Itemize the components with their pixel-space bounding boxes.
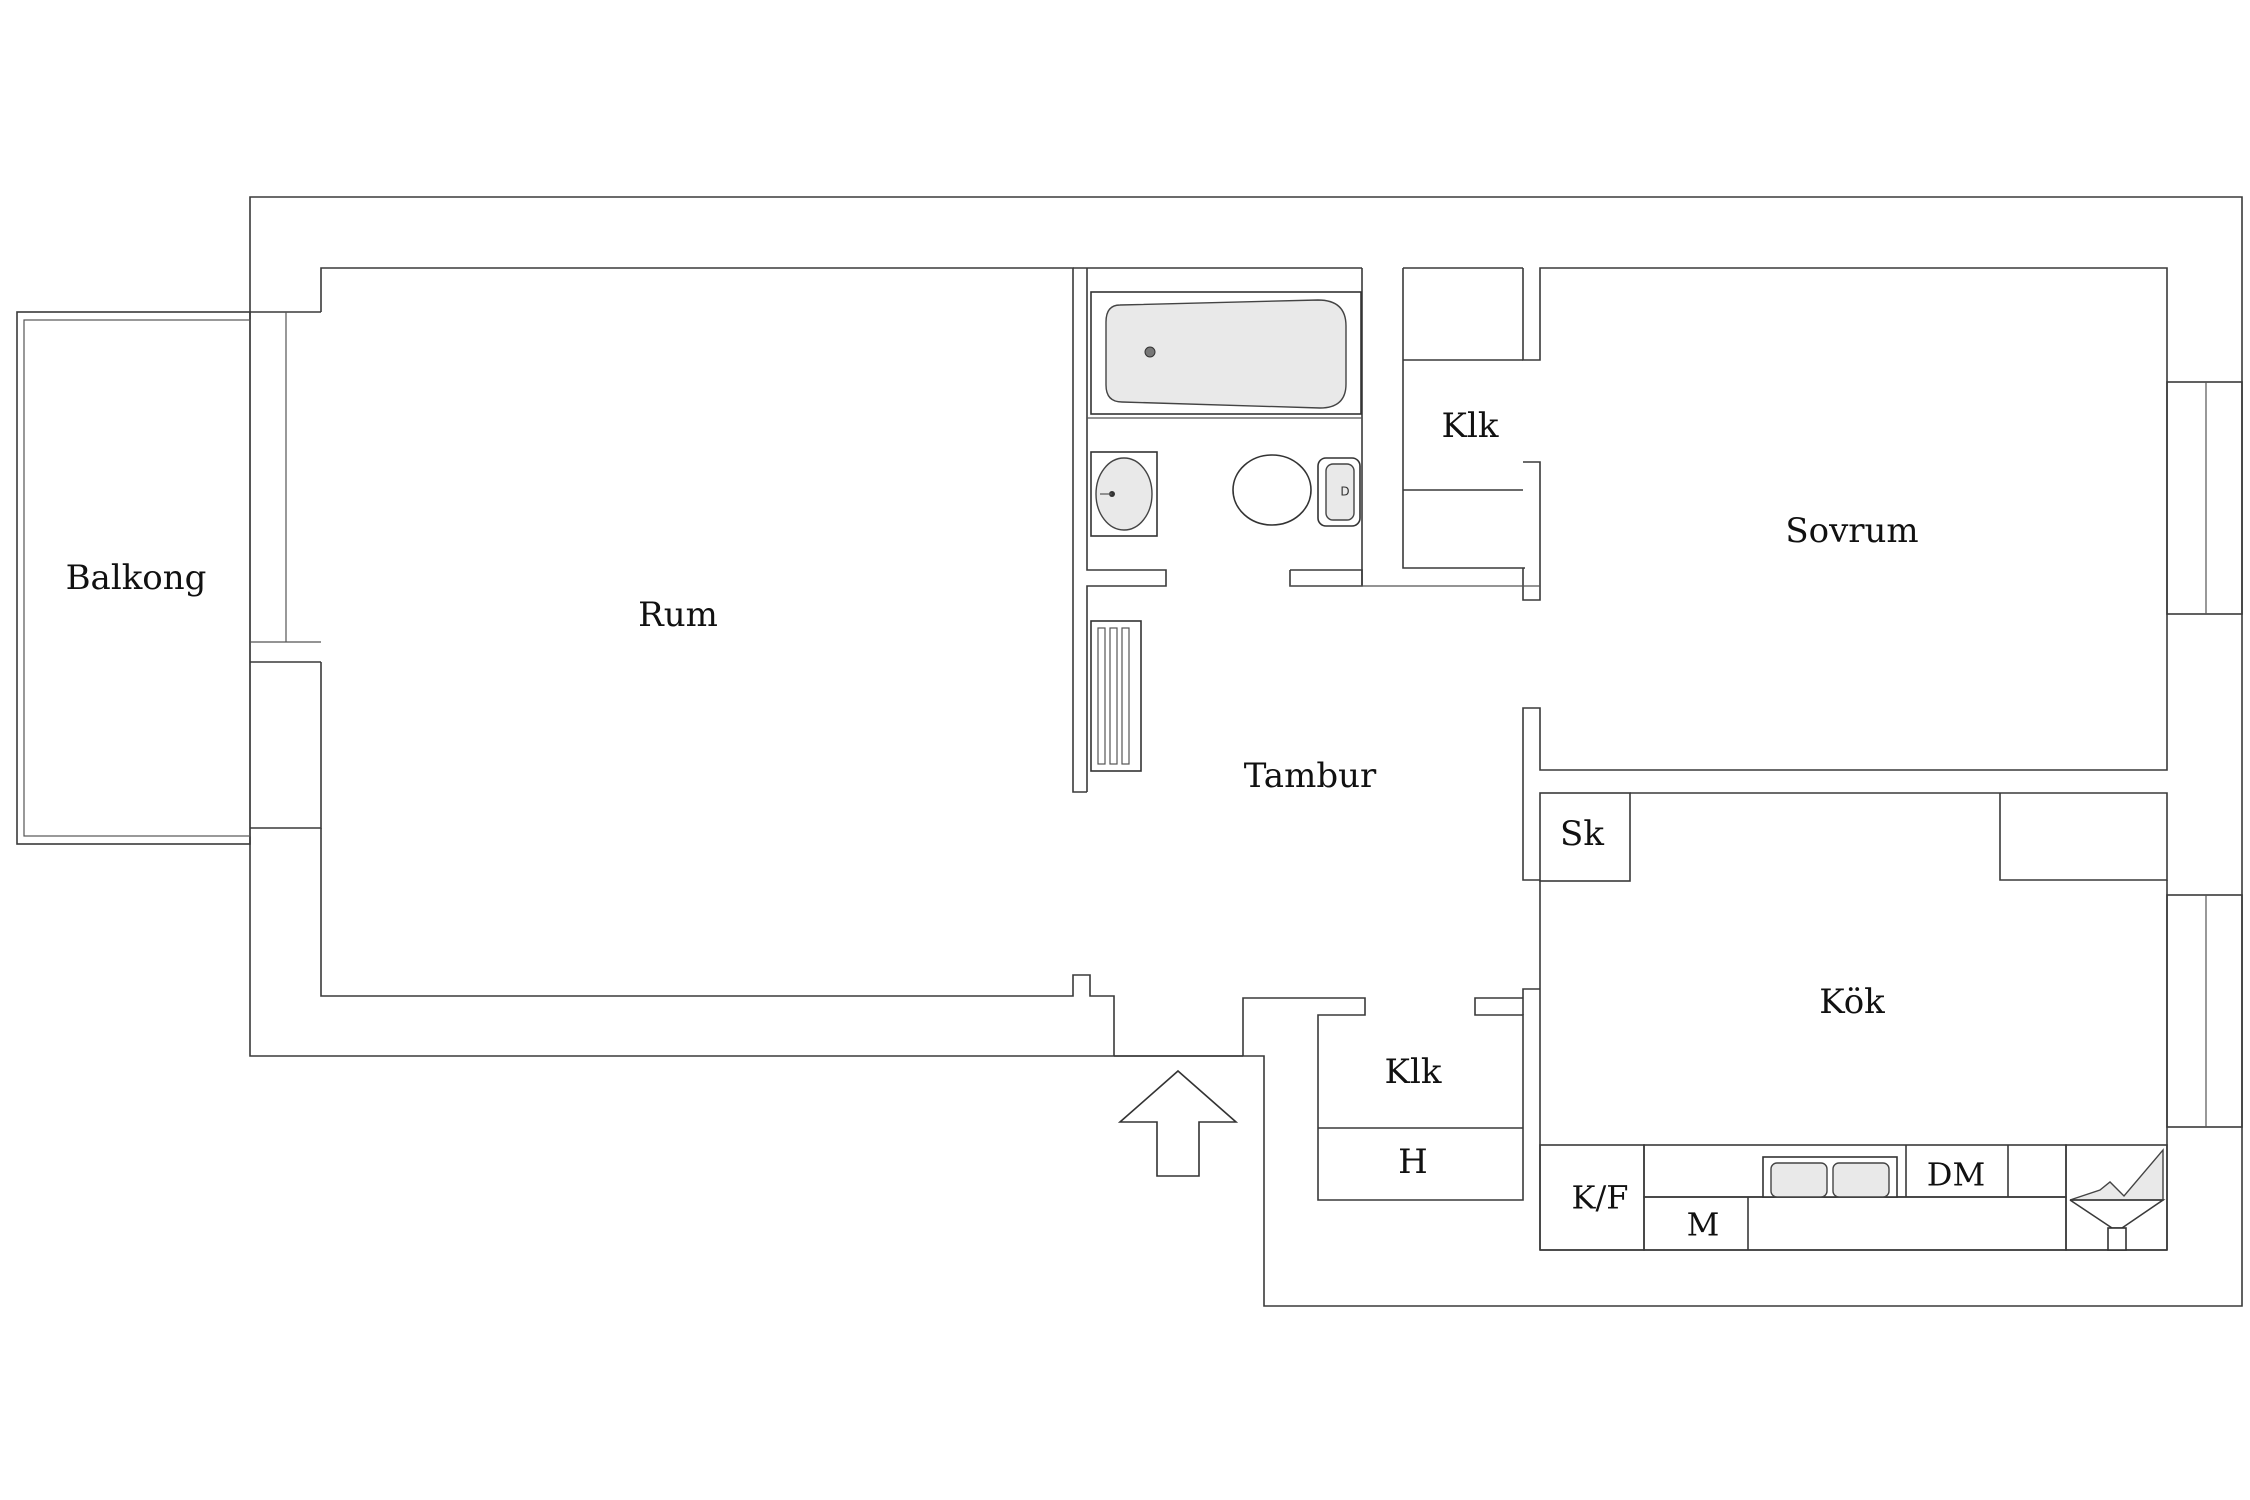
label-rum: Rum xyxy=(638,595,718,635)
lower-closet-walls xyxy=(1242,997,1524,1201)
entrance-arrow-icon xyxy=(1117,1069,1239,1177)
balcony xyxy=(16,311,251,845)
range-hood-icon xyxy=(2065,1144,2168,1251)
toilet-icon: D xyxy=(1232,454,1361,527)
label-klk-top: Klk xyxy=(1442,406,1499,446)
label-kf: K/F xyxy=(1572,1179,1629,1217)
outer-wall xyxy=(249,196,2243,1307)
label-sk: Sk xyxy=(1560,814,1604,854)
toilet-marker: D xyxy=(1340,485,1349,499)
kitchen-window xyxy=(2166,894,2243,1128)
label-kok: Kök xyxy=(1819,982,1885,1022)
kitchen-sink-icon xyxy=(1762,1156,1898,1198)
bedroom-walls xyxy=(1290,267,2168,881)
radiator-icon xyxy=(1090,620,1142,772)
label-sovrum: Sovrum xyxy=(1785,511,1918,551)
label-h: H xyxy=(1398,1142,1428,1182)
label-m: M xyxy=(1687,1206,1720,1244)
bedroom-window xyxy=(2166,381,2243,615)
label-dm: DM xyxy=(1927,1156,1985,1194)
storage-sk xyxy=(1539,792,1631,882)
bathtub-icon xyxy=(1090,291,1362,415)
label-tambur: Tambur xyxy=(1244,756,1377,796)
label-balkong: Balkong xyxy=(66,558,207,598)
washbasin-icon xyxy=(1090,451,1158,537)
label-klk-bottom: Klk xyxy=(1385,1052,1442,1092)
